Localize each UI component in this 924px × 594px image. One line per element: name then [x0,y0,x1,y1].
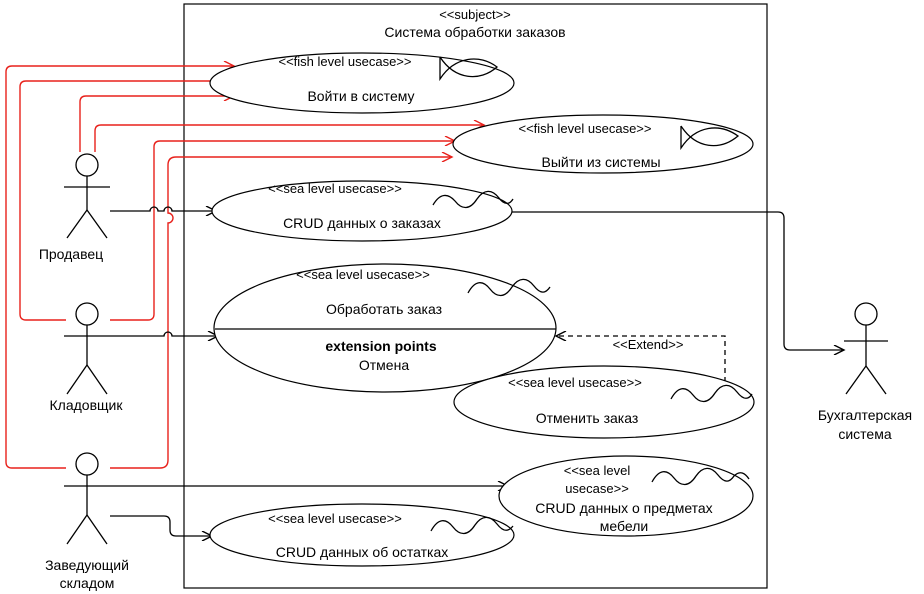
actor-warehouse-head-label-2: складом [60,575,115,591]
subject-stereotype: <<subject>> [439,7,511,22]
red-associations [5,66,484,469]
actor-storekeeper-figure [64,302,110,395]
association-crud-orders-accounting[interactable] [512,211,844,350]
association-seller-login[interactable] [79,96,234,152]
black-associations: <<Extend>> [110,207,844,536]
usecase-login[interactable]: <<fish level usecase>> Войти в систему [209,52,515,114]
usecase-logout-stereotype: <<fish level usecase>> [519,121,652,136]
actor-accounting-label-2: система [838,426,891,442]
actor-seller[interactable]: Продавец [39,153,110,262]
usecase-cancel-order[interactable]: <<sea level usecase>> Отменить заказ [453,365,755,439]
association-storekeeper-login[interactable] [19,81,236,321]
usecase-crud-furniture-name-2: мебели [600,518,648,534]
actor-seller-label: Продавец [39,246,103,262]
sea-level-icon [670,384,753,403]
usecase-process-order-name: Обработать заказ [326,301,442,317]
actor-storekeeper[interactable]: Кладовщик [50,302,124,413]
usecase-crud-orders-stereotype: <<sea level usecase>> [268,181,402,196]
usecase-cancel-order-name: Отменить заказ [536,410,639,426]
association-warehouse-head-crud-stock[interactable] [110,515,212,536]
association-warehouse-head-logout[interactable] [110,157,452,469]
usecase-logout-name: Выйти из системы [541,154,660,170]
usecase-login-stereotype: <<fish level usecase>> [279,54,412,69]
actor-accounting-system[interactable]: Бухгалтерская система [818,302,912,442]
usecase-crud-orders[interactable]: <<sea level usecase>> CRUD данных о зака… [211,180,514,242]
usecase-login-name: Войти в систему [307,88,414,104]
sea-level-icon [651,467,750,486]
extend-label: <<Extend>> [613,337,684,352]
usecase-process-order[interactable]: <<sea level usecase>> Обработать заказ e… [213,263,557,393]
usecase-logout[interactable]: <<fish level usecase>> Выйти из системы [452,114,754,174]
actor-seller-figure [64,153,110,239]
association-seller-logout[interactable] [94,125,484,152]
sea-level-icon [467,278,551,297]
fish-level-icon [439,56,499,82]
usecase-crud-furniture-stereotype-1: <<sea level [564,463,631,478]
association-warehouse-head-login[interactable] [5,66,234,469]
usecase-crud-stock[interactable]: <<sea level usecase>> CRUD данных об ост… [209,503,515,567]
actor-warehouse-head[interactable]: Заведующий складом [45,452,129,591]
extend-relation-cancel-order[interactable] [556,336,726,382]
usecase-crud-furniture[interactable]: <<sea level usecase>> CRUD данных о пред… [498,455,754,537]
extension-points-title: extension points [325,338,436,354]
extension-point-cancel: Отмена [359,357,409,373]
usecase-crud-furniture-name-1: CRUD данных о предметах [535,500,712,516]
fish-level-icon [680,125,740,151]
actor-warehouse-head-label-1: Заведующий [45,557,129,573]
usecase-cancel-order-stereotype: <<sea level usecase>> [508,375,642,390]
association-storekeeper-logout[interactable] [110,141,455,321]
association-storekeeper-process-order[interactable] [110,332,218,336]
actor-storekeeper-label: Кладовщик [50,397,124,413]
actor-accounting-label-1: Бухгалтерская [818,407,912,423]
usecase-crud-orders-name: CRUD данных о заказах [283,215,441,231]
usecase-crud-furniture-stereotype-2: usecase>> [565,481,629,496]
subject-title: Система обработки заказов [384,24,565,40]
sea-level-icon [432,190,514,209]
usecase-process-order-stereotype: <<sea level usecase>> [296,267,430,282]
actor-accounting-figure [844,302,888,395]
association-seller-crud-orders[interactable] [110,207,216,211]
usecase-crud-stock-stereotype: <<sea level usecase>> [268,511,402,526]
usecase-crud-stock-name: CRUD данных об остатках [276,544,449,560]
sea-level-icon [430,516,514,535]
actor-warehouse-head-figure [64,452,110,545]
